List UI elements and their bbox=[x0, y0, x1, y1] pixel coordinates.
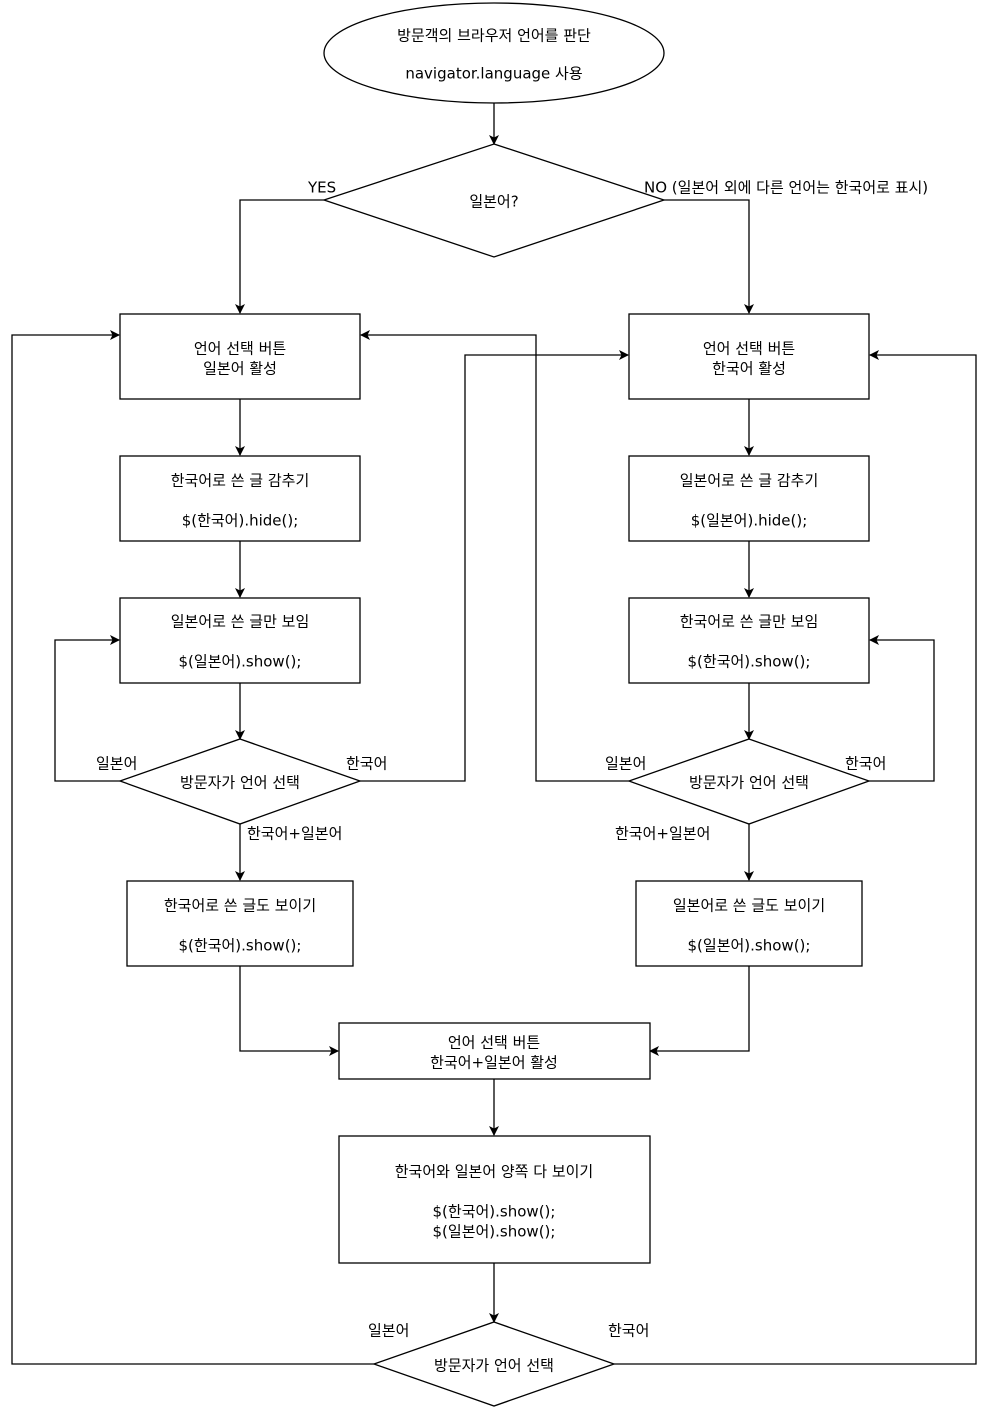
yes-label: YES bbox=[307, 179, 336, 197]
bottom-choice-korean-label: 한국어 bbox=[608, 1322, 649, 1340]
merge-activate-node: 언어 선택 버튼 한국어+일본어 활성 bbox=[338, 1022, 651, 1080]
right-choice-both-label: 한국어+일본어 bbox=[615, 825, 710, 843]
left-show-both-line1: 한국어로 쓴 글도 보이기 bbox=[164, 897, 316, 915]
edge-left-both-to-merge bbox=[239, 966, 339, 1056]
right-show-both-code: $(일본어).show(); bbox=[688, 937, 811, 955]
merge-show-all-line1: 한국어와 일본어 양쪽 다 보이기 bbox=[395, 1163, 593, 1181]
edge-right-choice-japanese bbox=[360, 330, 629, 782]
left-show-node: 일본어로 쓴 글만 보임 $(일본어).show(); bbox=[119, 597, 361, 684]
edge-bottom-choice-korean bbox=[614, 350, 977, 1365]
merge-activate-line2: 한국어+일본어 활성 bbox=[430, 1054, 558, 1072]
right-activate-line1: 언어 선택 버튼 bbox=[703, 340, 795, 358]
right-hide-node: 일본어로 쓴 글 감추기 $(일본어).hide(); bbox=[628, 455, 870, 542]
decision-question: 일본어? bbox=[469, 193, 518, 211]
left-show-line1: 일본어로 쓴 글만 보임 bbox=[171, 613, 310, 631]
left-hide-line1: 한국어로 쓴 글 감추기 bbox=[171, 472, 310, 490]
merge-activate-line1: 언어 선택 버튼 bbox=[448, 1034, 540, 1052]
edge-yes bbox=[235, 199, 324, 314]
right-show-code: $(한국어).show(); bbox=[688, 653, 811, 671]
bottom-choice-node: 방문자가 언어 선택 bbox=[372, 1321, 616, 1407]
left-choice-node: 방문자가 언어 선택 bbox=[118, 738, 362, 825]
edge-left-choice-japanese-loop bbox=[54, 635, 120, 782]
left-activate-line2: 일본어 활성 bbox=[203, 360, 277, 378]
decision-japanese: 일본어? bbox=[321, 143, 667, 258]
right-choice-japanese-label: 일본어 bbox=[605, 755, 646, 773]
right-show-node: 한국어로 쓴 글만 보임 $(한국어).show(); bbox=[628, 597, 870, 684]
left-activate-line1: 언어 선택 버튼 bbox=[194, 340, 286, 358]
right-choice-text: 방문자가 언어 선택 bbox=[689, 774, 809, 792]
left-show-both-node: 한국어로 쓴 글도 보이기 $(한국어).show(); bbox=[126, 880, 354, 967]
left-choice-text: 방문자가 언어 선택 bbox=[180, 774, 300, 792]
no-label: NO (일본어 외에 다른 언어는 한국어로 표시) bbox=[644, 179, 928, 197]
edges bbox=[11, 103, 977, 1365]
merge-show-all-node: 한국어와 일본어 양쪽 다 보이기 $(한국어).show(); $(일본어).… bbox=[338, 1135, 651, 1264]
edge-right-both-to-merge bbox=[649, 966, 750, 1056]
edge-left-choice-korean bbox=[360, 350, 629, 782]
start-line1: 방문객의 브라우저 언어를 판단 bbox=[397, 27, 591, 45]
left-choice-korean-label: 한국어 bbox=[346, 755, 387, 773]
start-node: 방문객의 브라우저 언어를 판단 navigator.language 사용 bbox=[323, 2, 665, 104]
merge-show-all-code2: $(일본어).show(); bbox=[433, 1223, 556, 1241]
left-activate-node: 언어 선택 버튼 일본어 활성 bbox=[119, 313, 361, 400]
left-hide-code: $(한국어).hide(); bbox=[182, 512, 299, 530]
right-show-both-node: 일본어로 쓴 글도 보이기 $(일본어).show(); bbox=[635, 880, 863, 967]
right-choice-node: 방문자가 언어 선택 bbox=[627, 738, 871, 825]
merge-show-all-code1: $(한국어).show(); bbox=[433, 1203, 556, 1221]
edge-no bbox=[664, 199, 754, 314]
right-activate-line2: 한국어 활성 bbox=[712, 360, 786, 378]
left-choice-japanese-label: 일본어 bbox=[96, 755, 137, 773]
edge-bottom-choice-japanese bbox=[11, 330, 374, 1365]
left-choice-both-label: 한국어+일본어 bbox=[247, 825, 342, 843]
right-show-both-line1: 일본어로 쓴 글도 보이기 bbox=[673, 897, 825, 915]
right-hide-code: $(일본어).hide(); bbox=[691, 512, 808, 530]
right-hide-line1: 일본어로 쓴 글 감추기 bbox=[680, 472, 819, 490]
right-show-line1: 한국어로 쓴 글만 보임 bbox=[680, 613, 819, 631]
right-activate-node: 언어 선택 버튼 한국어 활성 bbox=[628, 313, 870, 400]
bottom-choice-japanese-label: 일본어 bbox=[368, 1322, 409, 1340]
edge-right-choice-korean-loop bbox=[869, 635, 935, 782]
start-line2: navigator.language 사용 bbox=[405, 65, 582, 83]
left-hide-node: 한국어로 쓴 글 감추기 $(한국어).hide(); bbox=[119, 455, 361, 542]
bottom-choice-text: 방문자가 언어 선택 bbox=[434, 1357, 554, 1375]
left-show-both-code: $(한국어).show(); bbox=[179, 937, 302, 955]
left-show-code: $(일본어).show(); bbox=[179, 653, 302, 671]
right-choice-korean-label: 한국어 bbox=[845, 755, 886, 773]
